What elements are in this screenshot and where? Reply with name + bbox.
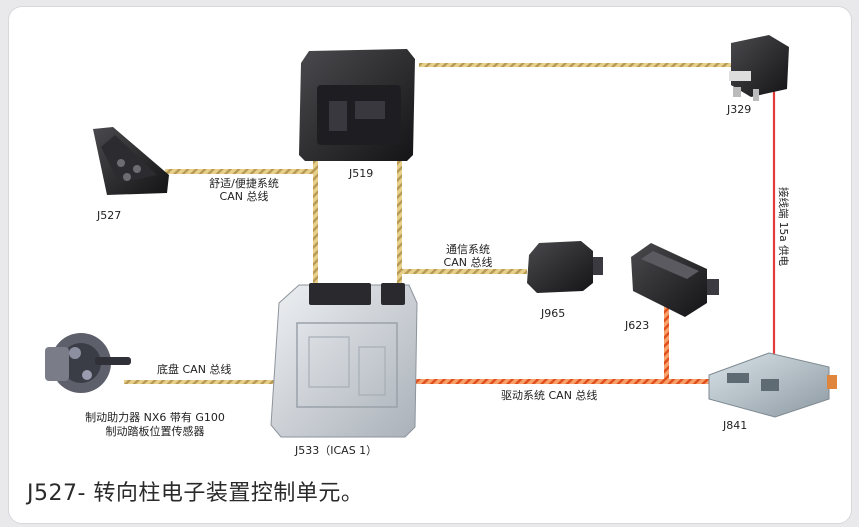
j527-module (93, 127, 169, 195)
label-j519: J519 (349, 167, 374, 180)
comfort-can-label-line2: CAN 总线 (219, 190, 269, 203)
nx6-brake-booster (45, 333, 131, 393)
label-nx6-line1: 制动助力器 NX6 带有 G100 (85, 411, 225, 424)
power-15a-label: 接线端 15a 供电 (777, 187, 789, 266)
j533-gateway (270, 283, 418, 438)
j519-module (299, 49, 415, 161)
j329-relay (729, 35, 789, 101)
drive-can-label: 驱动系统 CAN 总线 (501, 389, 598, 402)
comm-can-label-line2: CAN 总线 (443, 256, 493, 269)
comm-can-label-line1: 通信系统 (446, 243, 490, 256)
comm-can-bus (401, 269, 527, 274)
comfort-can-label-line1: 舒适/便捷系统 (209, 177, 279, 190)
label-j329: J329 (727, 103, 752, 116)
label-j965: J965 (541, 307, 566, 320)
label-j841: J841 (723, 419, 748, 432)
j623-module (631, 243, 719, 317)
comfort-can-bus (165, 63, 739, 287)
label-j533: J533（ICAS 1） (295, 444, 378, 457)
chassis-can-label: 底盘 CAN 总线 (157, 363, 232, 376)
label-j623: J623 (625, 319, 650, 332)
j965-module (527, 241, 603, 293)
figure-caption: J527- 转向柱电子装置控制单元。 (27, 481, 364, 506)
diagram-frame: J527 J519 J329 J965 J623 J533（ICAS 1） J8… (8, 6, 852, 524)
label-j527: J527 (97, 209, 122, 222)
chassis-can-bus (124, 380, 274, 384)
drive-can-bus (404, 305, 722, 384)
wiring-diagram (45, 35, 837, 438)
label-nx6-line2: 制动踏板位置传感器 (105, 425, 205, 438)
j841-module (708, 352, 837, 418)
